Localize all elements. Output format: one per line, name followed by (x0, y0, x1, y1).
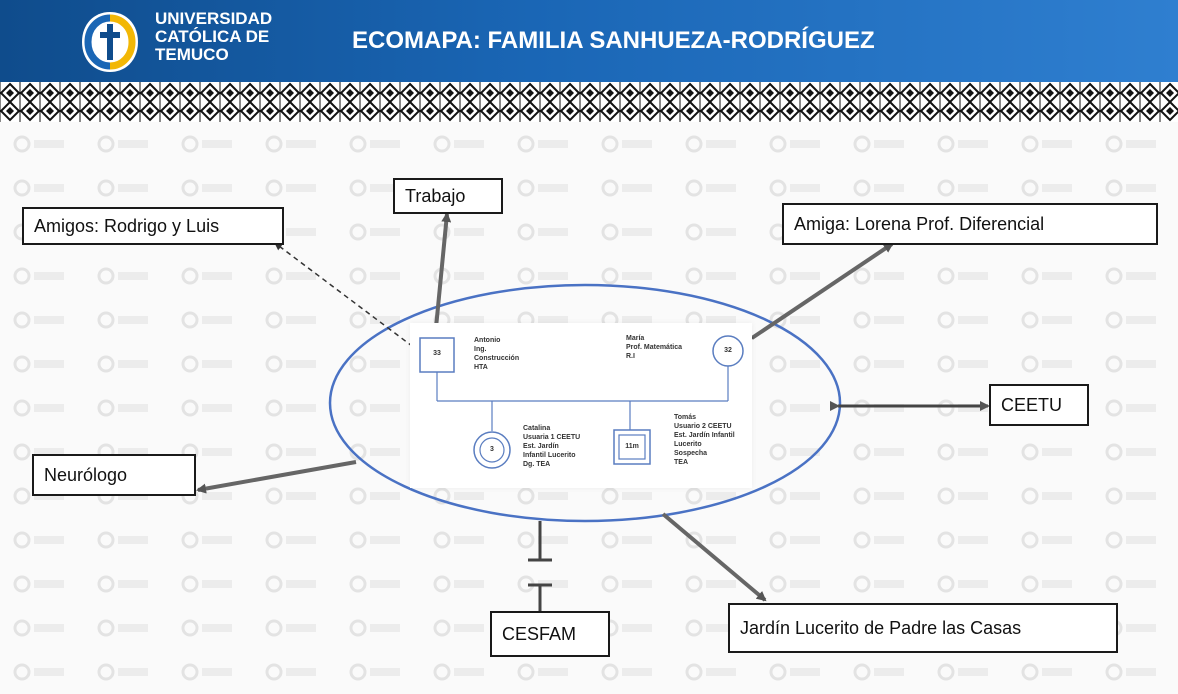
genogram-panel: 33 32 3 11m Antonio Ing. Construcción HT… (410, 323, 752, 488)
logo-text-line-1: UNIVERSIDAD (155, 9, 273, 28)
mother-info: María Prof. Matemática R.I (626, 335, 683, 360)
father-info: Antonio Ing. Construcción HTA (474, 337, 520, 371)
logo-text-line-3: TEMUCO (155, 45, 229, 64)
son-info: Tomás Usuario 2 CEETU Est. Jardín Infant… (674, 414, 735, 466)
daughter-info: Catalina Usuaria 1 CEETU Est. Jardín Inf… (523, 425, 581, 468)
decorative-pattern-band (0, 82, 1178, 122)
jardin-connection (661, 512, 767, 602)
neurologo-connection (196, 460, 357, 494)
father-age: 33 (433, 350, 441, 357)
son-symbol-inner (618, 434, 646, 460)
header-banner: UNIVERSIDAD CATÓLICA DE TEMUCO ECOMAPA: … (0, 0, 1178, 82)
trabajo-connection (433, 212, 452, 339)
daughter-age: 3 (490, 446, 494, 453)
son-age: 11m (625, 443, 639, 450)
node-ceetu: CEETU (989, 384, 1089, 426)
node-amigos: Amigos: Rodrigo y Luis (22, 207, 284, 245)
amigos-connection (274, 242, 428, 360)
node-cesfam: CESFAM (490, 611, 610, 657)
page-title: ECOMAPA: FAMILIA SANHUEZA-RODRÍGUEZ (352, 27, 875, 54)
genogram-lines (419, 335, 744, 469)
node-amiga-lorena: Amiga: Lorena Prof. Diferencial (782, 203, 1158, 245)
logo-text-line-2: CATÓLICA DE (155, 27, 270, 46)
daughter-symbol-inner (479, 437, 505, 463)
amiga-connection (742, 242, 894, 347)
node-jardin: Jardín Lucerito de Padre las Casas (728, 603, 1118, 653)
university-logo-icon (82, 12, 138, 72)
mother-age: 32 (724, 347, 732, 354)
node-neurologo: Neurólogo (32, 454, 196, 496)
node-trabajo: Trabajo (393, 178, 503, 214)
